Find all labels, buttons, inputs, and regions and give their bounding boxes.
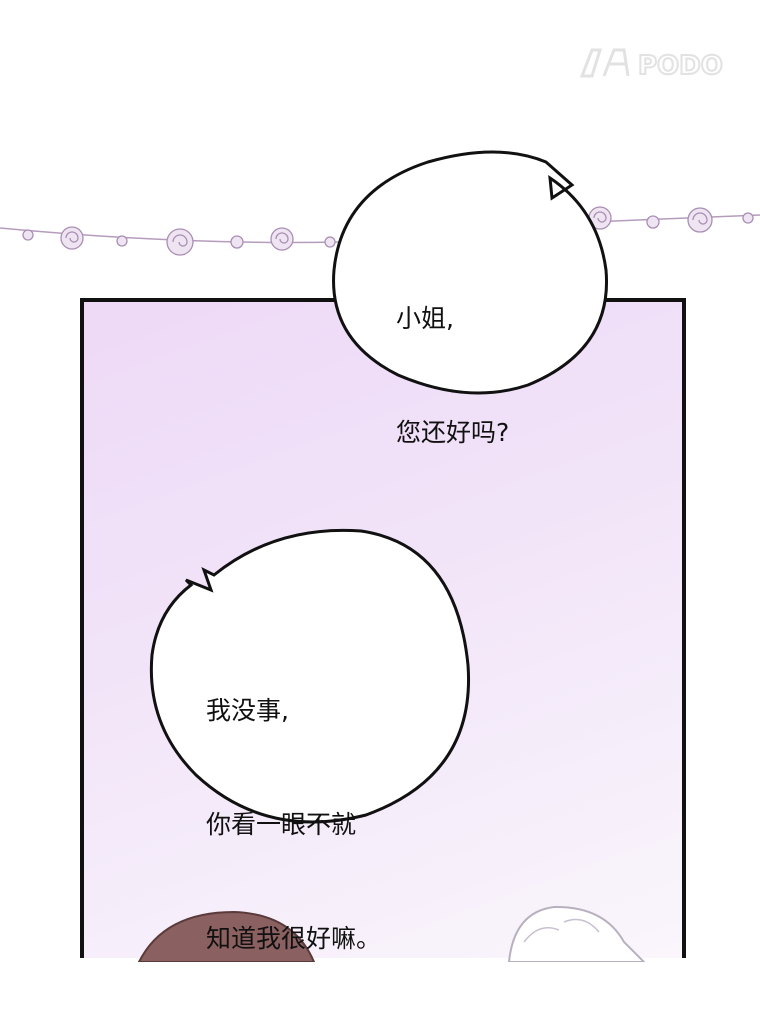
rose-necklace-decoration [0,206,760,256]
bubble-1-line-2: 您还好吗? [396,418,510,447]
comic-page: PODO 小姐, 您还好吗? 我没事, 你看一眼不就 知道我很好嘛。 [0,48,760,962]
speech-bubble-1 [332,150,609,395]
speech-bubble-2 [149,528,471,824]
podo-logo-icon: PODO [579,48,724,80]
speech-bubble-2-text: 我没事, 你看一眼不就 知道我很好嘛。 [206,616,381,1034]
speech-bubble-1-text: 小姐, 您还好吗? [396,224,509,528]
bubble-2-line-2: 你看一眼不就 [206,810,357,839]
bubble-1-line-1: 小姐, [396,304,454,333]
bubble-2-line-3: 知道我很好嘛。 [206,924,382,953]
bubble-2-line-1: 我没事, [206,696,289,725]
watermark-text: PODO [638,51,723,80]
